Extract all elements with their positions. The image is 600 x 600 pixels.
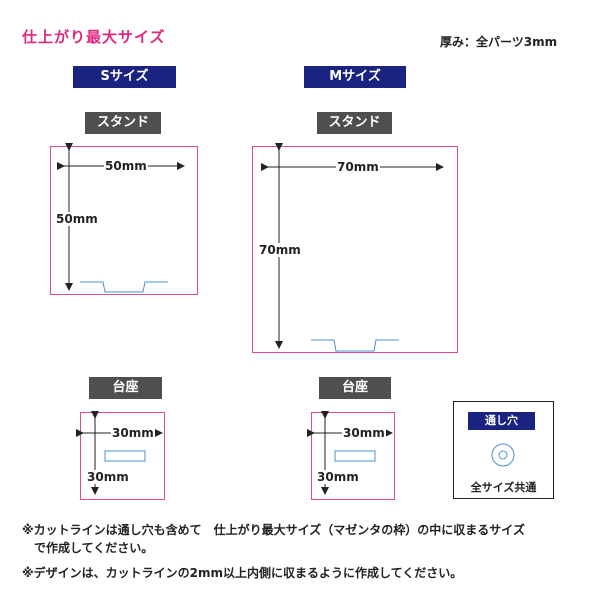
hole-caption: 全サイズ共通 xyxy=(470,481,537,494)
m-stand-width-label: 70mm xyxy=(336,160,380,174)
s-stand-width-label: 50mm xyxy=(104,159,148,173)
s-base-label: 台座 xyxy=(89,377,162,399)
m-base-height-label: 30mm xyxy=(316,470,360,484)
s-stand-label: スタンド xyxy=(85,112,161,134)
m-size-label: Mサイズ xyxy=(304,66,406,88)
m-stand-label: スタンド xyxy=(317,112,392,134)
s-base-slot xyxy=(104,450,146,462)
thickness-note: 厚み：全パーツ3mm xyxy=(440,35,558,49)
s-size-label: Sサイズ xyxy=(73,66,176,88)
s-stand-frame xyxy=(50,146,198,295)
note-line-2: で作成してください。 xyxy=(22,541,154,555)
hole-label: 通し穴 xyxy=(468,412,535,430)
s-base-frame xyxy=(80,412,165,500)
s-base-width-label: 30mm xyxy=(111,426,155,440)
s-base-height-label: 30mm xyxy=(86,470,130,484)
m-stand-height-label: 70mm xyxy=(258,243,302,257)
note-line-3: ※デザインは、カットラインの2mm以上内側に収まるように作成してください。 xyxy=(22,566,463,580)
note-line-1: ※カットラインは通し穴も含めて 仕上がり最大サイズ（マゼンタの枠）の中に収まるサ… xyxy=(22,523,525,537)
m-base-frame xyxy=(311,412,395,500)
m-base-slot xyxy=(334,450,376,462)
m-stand-cut-slot xyxy=(311,339,399,352)
page-title: 仕上がり最大サイズ xyxy=(22,28,166,46)
m-base-width-label: 30mm xyxy=(342,426,386,440)
m-stand-frame xyxy=(252,146,458,353)
m-base-label: 台座 xyxy=(319,377,391,399)
s-stand-height-label: 50mm xyxy=(55,212,99,226)
s-stand-cut-slot xyxy=(80,281,168,293)
